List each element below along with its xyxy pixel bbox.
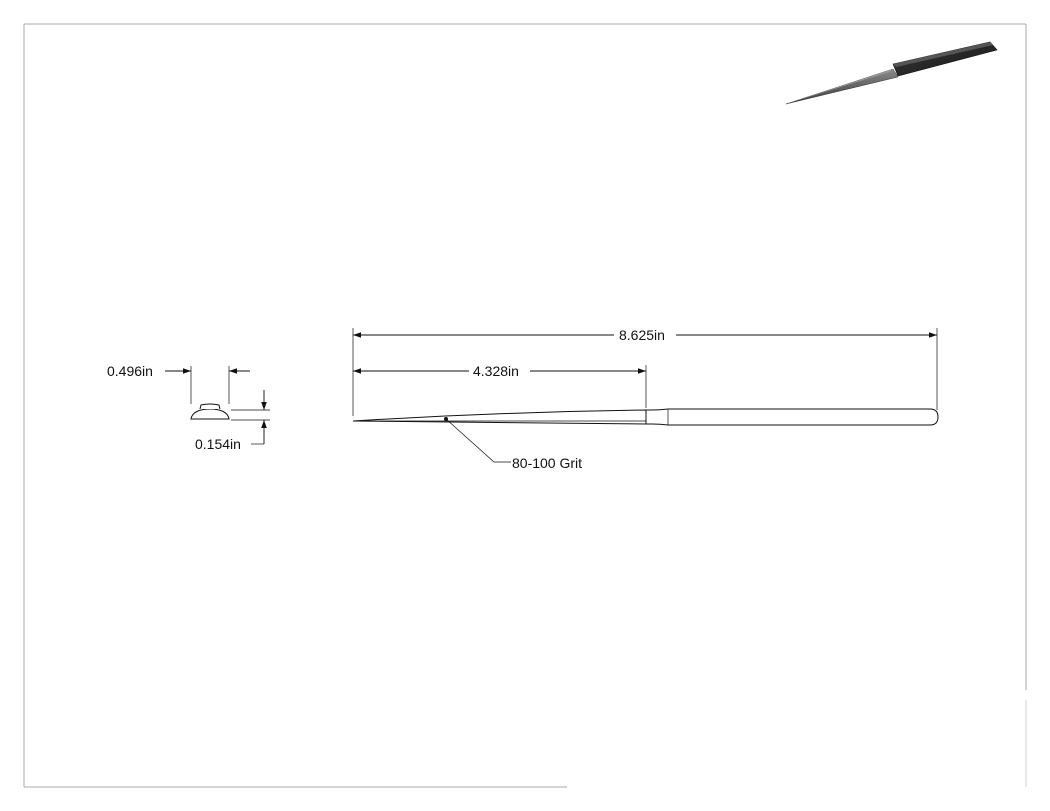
end-view bbox=[190, 403, 230, 420]
isometric-view bbox=[785, 41, 998, 105]
grit-label: 80-100 Grit bbox=[512, 455, 582, 471]
abrasive-length-dimension: 4.328in bbox=[353, 363, 647, 408]
thickness-dimension: 0.154in bbox=[195, 390, 270, 452]
width-label: 0.496in bbox=[107, 363, 153, 379]
front-view bbox=[352, 408, 939, 426]
sheet-border bbox=[23, 23, 1027, 788]
abrasive-length-label: 4.328in bbox=[473, 363, 519, 379]
grit-callout: 80-100 Grit bbox=[444, 417, 582, 471]
thickness-label: 0.154in bbox=[195, 436, 241, 452]
width-dimension: 0.496in bbox=[107, 363, 250, 404]
overall-length-label: 8.625in bbox=[619, 327, 665, 343]
overall-length-dimension: 8.625in bbox=[352, 327, 938, 416]
